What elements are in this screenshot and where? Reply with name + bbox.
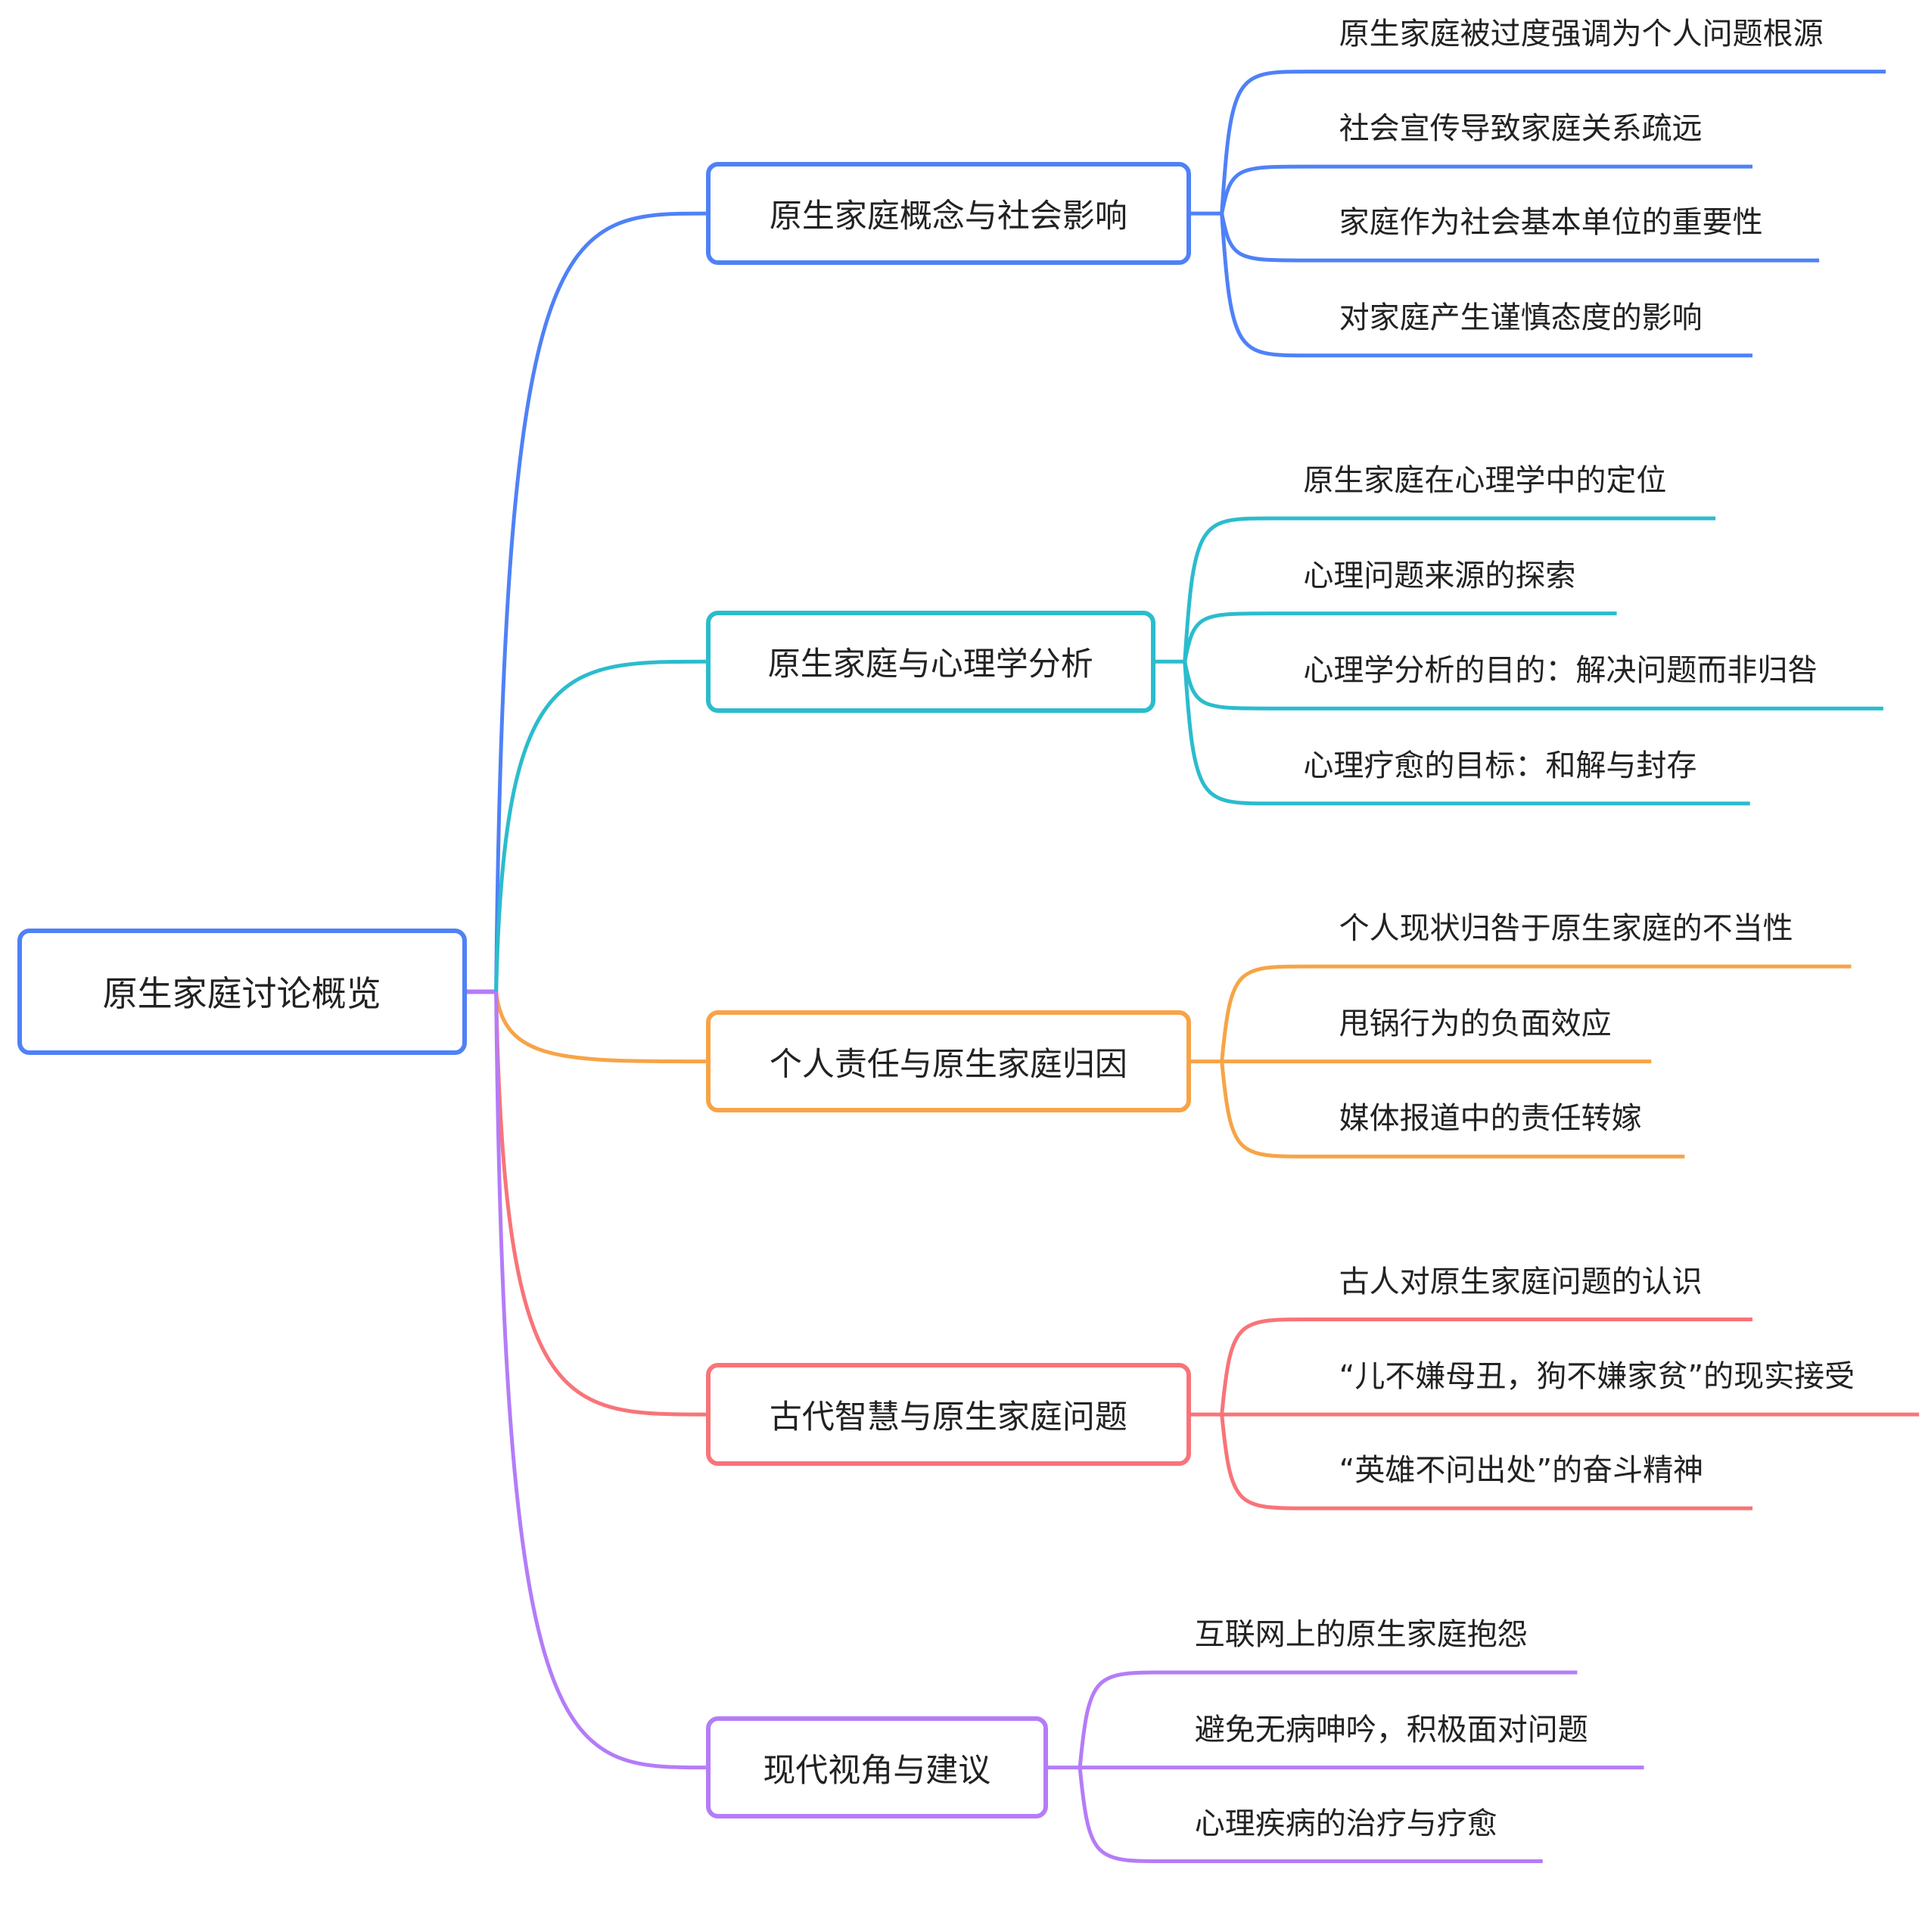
branch-node-2[interactable]: 原生家庭与心理学分析 [705,610,1155,713]
branch-connector-5 [494,991,706,1770]
leaf-node[interactable]: 避免无病呻吟，积极面对问题 [1194,1712,1588,1747]
branch-connector-4 [494,991,706,1417]
leaf-connector [1220,1414,1753,1510]
branch-node-3[interactable]: 个人责任与原生家庭归因 [705,1010,1191,1113]
leaf-node[interactable]: 古人对原生家庭问题的认识 [1339,1264,1703,1299]
root-node-label: 原生家庭讨论概览 [102,973,381,1015]
leaf-connector [1220,964,1852,1062]
branch-connector-3 [494,991,706,1064]
leaf-node[interactable]: 对家庭产生谨慎态度的影响 [1339,300,1703,335]
leaf-connector [1220,164,1753,214]
leaf-node[interactable]: 原生家庭在心理学中的定位 [1303,463,1667,499]
branch-node-4[interactable]: 古代智慧与原生家庭问题 [705,1363,1191,1466]
leaf-node[interactable]: 原生家庭被过度强调为个人问题根源 [1339,16,1824,51]
leaf-connector [1183,611,1617,662]
leaf-node[interactable]: 媒体报道中的责任转嫁 [1339,1101,1642,1137]
branch-node-label: 古代智慧与原生家庭问题 [769,1398,1127,1437]
leaf-node[interactable]: “英雄不问出处”的奋斗精神 [1339,1453,1704,1489]
branch-connector-1 [494,211,706,992]
branch-node-5[interactable]: 现代视角与建议 [705,1716,1048,1819]
leaf-connector [1183,516,1716,662]
leaf-node[interactable]: 心理问题来源的探索 [1303,558,1576,593]
leaf-node[interactable]: 互联网上的原生家庭抱怨 [1194,1617,1528,1652]
leaf-connector [1220,1061,1685,1159]
leaf-node[interactable]: “儿不嫌母丑，狗不嫌家贫”的现实接受 [1339,1359,1855,1395]
branch-connector-2 [494,659,706,992]
branch-node-label: 现代视角与建议 [763,1751,991,1790]
leaf-connector [1220,1318,1753,1415]
leaf-node[interactable]: 家庭作为社会基本单位的重要性 [1339,205,1763,241]
leaf-node[interactable]: 心理学分析的目的：解决问题而非归咎 [1303,653,1818,689]
leaf-node[interactable]: 心理疾病的治疗与疗愈 [1194,1806,1497,1841]
root-node[interactable]: 原生家庭讨论概览 [17,928,467,1056]
leaf-connector [1078,1670,1578,1768]
leaf-node[interactable]: 甩锅行为的负面效应 [1339,1006,1612,1041]
leaf-node[interactable]: 心理疗愈的目标：和解与封存 [1303,748,1697,783]
leaf-connector [1220,70,1886,214]
branch-node-label: 原生家庭与心理学分析 [767,646,1093,684]
branch-node-label: 原生家庭概念与社会影响 [769,198,1127,236]
branch-node-label: 个人责任与原生家庭归因 [769,1045,1127,1084]
leaf-connector [1220,213,1820,263]
leaf-connector [1183,661,1883,711]
leaf-node[interactable]: 个人现状归咎于原生家庭的不当性 [1339,911,1793,947]
branch-node-1[interactable]: 原生家庭概念与社会影响 [705,162,1191,265]
leaf-connector [1183,661,1750,806]
leaf-connector [1078,1767,1543,1864]
leaf-connector [1220,213,1753,358]
leaf-node[interactable]: 社会宣传导致家庭关系疏远 [1339,111,1703,147]
